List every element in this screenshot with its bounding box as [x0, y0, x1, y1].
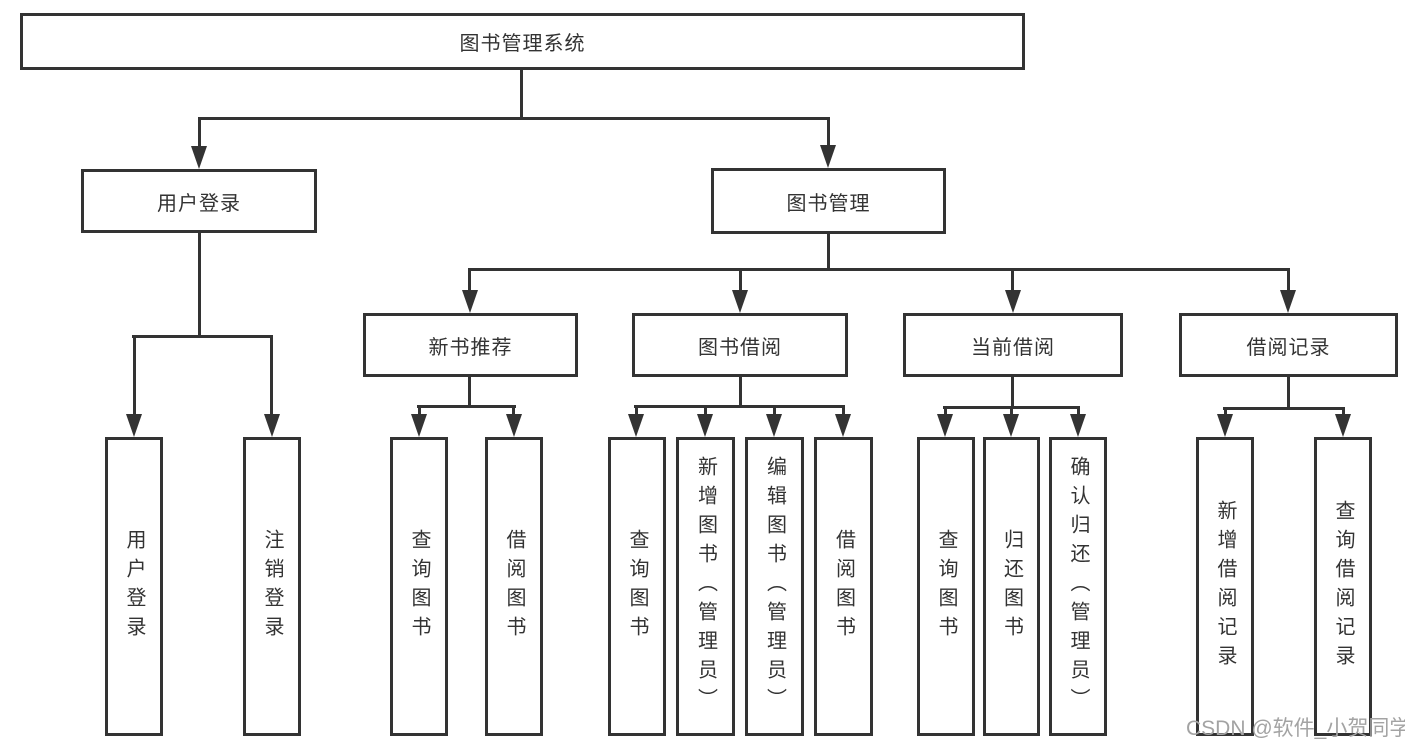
watermark: CSDN @软件_小贺同学	[1186, 717, 1405, 740]
node-label: 查询图书	[935, 528, 957, 645]
arrow-down-icon	[697, 414, 713, 437]
node-label: 借阅图书	[832, 528, 855, 645]
arrow-down-icon	[126, 414, 142, 437]
node-book-management: 图书管理	[711, 168, 946, 234]
arrow-down-icon	[1280, 290, 1296, 313]
node-label: 用户登录	[157, 192, 241, 215]
node-label: 注销登录	[261, 528, 283, 645]
connector-borrowing-drop2	[704, 405, 707, 416]
node-label: 当前借阅	[971, 336, 1055, 359]
arrow-down-icon	[1335, 414, 1351, 437]
node-user-login: 用户登录	[81, 169, 317, 233]
leaf-add-borrow-record: 新增借阅记录	[1196, 437, 1254, 736]
leaf-user-login: 用户登录	[105, 437, 163, 736]
node-label: 借阅记录	[1246, 336, 1331, 359]
connector-root-drop-left	[198, 117, 201, 149]
connector-newbook-stem	[468, 377, 471, 407]
connector-bookmgmt-drop4	[1287, 268, 1290, 292]
connector-borrowing-drop4	[842, 405, 845, 416]
connector-current-stem	[1011, 377, 1014, 408]
connector-borrowing-stem	[739, 377, 742, 407]
connector-bookmgmt-stem	[827, 234, 830, 270]
connector-userlogin-stem	[198, 233, 201, 337]
connector-root-hline	[198, 117, 830, 120]
node-label: 图书管理系统	[459, 33, 586, 55]
leaf-query-books-recommend: 查询图书	[390, 437, 448, 736]
leaf-query-books-borrowing: 查询图书	[608, 437, 666, 736]
connector-current-drop1	[944, 406, 947, 416]
arrow-down-icon	[628, 414, 644, 437]
connector-records-drop1	[1224, 407, 1227, 416]
connector-bookmgmt-hline	[468, 268, 1289, 271]
connector-borrowing-drop1	[635, 405, 638, 416]
leaf-query-borrow-record: 查询借阅记录	[1314, 437, 1372, 736]
leaf-return-books: 归还图书	[983, 437, 1040, 736]
arrow-down-icon	[1217, 414, 1233, 437]
node-label: 归还图书	[1000, 528, 1023, 645]
connector-newbook-drop1	[418, 405, 421, 416]
connector-userlogin-drop1	[133, 335, 136, 417]
connector-bookmgmt-drop3	[1011, 268, 1014, 292]
arrow-down-icon	[766, 414, 782, 437]
leaf-borrow-books-borrowing: 借阅图书	[814, 437, 873, 736]
connector-root-drop-right	[827, 117, 830, 148]
arrow-down-icon	[835, 414, 851, 437]
connector-bookmgmt-drop2	[739, 268, 742, 292]
connector-newbook-hline	[417, 405, 516, 408]
node-label: 编辑图书（管理员）	[763, 456, 786, 717]
node-label: 借阅图书	[503, 528, 525, 645]
arrow-down-icon	[1003, 414, 1019, 437]
node-label: 新增图书（管理员）	[694, 456, 717, 717]
connector-current-drop2	[1010, 406, 1013, 416]
arrow-down-icon	[411, 414, 427, 437]
node-label: 图书借阅	[698, 336, 782, 359]
leaf-add-books-admin: 新增图书（管理员）	[676, 437, 735, 736]
node-label: 查询图书	[408, 528, 430, 645]
connector-current-drop3	[1077, 406, 1080, 416]
arrow-down-icon	[462, 290, 478, 313]
arrow-down-icon	[506, 414, 522, 437]
connector-newbook-drop2	[512, 405, 515, 416]
node-label: 新书推荐	[428, 336, 513, 359]
connector-bookmgmt-drop1	[468, 268, 471, 292]
leaf-logout: 注销登录	[243, 437, 301, 736]
node-book-borrowing: 图书借阅	[632, 313, 848, 377]
connector-borrowing-hline	[634, 405, 845, 408]
node-label: 确认归还（管理员）	[1067, 456, 1089, 717]
connector-userlogin-drop2	[270, 335, 273, 417]
node-label: 查询图书	[626, 528, 648, 645]
node-label: 用户登录	[123, 528, 145, 645]
connector-root-stem	[520, 68, 523, 119]
arrow-down-icon	[732, 290, 748, 313]
arrow-down-icon	[191, 146, 207, 169]
leaf-borrow-books-recommend: 借阅图书	[485, 437, 543, 736]
leaf-confirm-return-admin: 确认归还（管理员）	[1049, 437, 1107, 736]
node-label: 图书管理	[786, 192, 871, 215]
node-library-management-system: 图书管理系统	[20, 13, 1025, 70]
node-label: 查询借阅记录	[1332, 499, 1354, 674]
node-new-book-recommend: 新书推荐	[363, 313, 578, 377]
leaf-query-books-current: 查询图书	[917, 437, 975, 736]
connector-records-stem	[1287, 377, 1290, 409]
node-label: 新增借阅记录	[1214, 499, 1236, 674]
arrow-down-icon	[820, 145, 836, 168]
arrow-down-icon	[1005, 290, 1021, 313]
node-current-borrowing: 当前借阅	[903, 313, 1123, 377]
connector-records-drop2	[1342, 407, 1345, 416]
connector-records-hline	[1223, 407, 1345, 410]
arrow-down-icon	[937, 414, 953, 437]
arrow-down-icon	[1070, 414, 1086, 437]
connector-userlogin-hline	[132, 335, 273, 338]
connector-borrowing-drop3	[773, 405, 776, 416]
arrow-down-icon	[264, 414, 280, 437]
node-borrowing-records: 借阅记录	[1179, 313, 1398, 377]
leaf-edit-books-admin: 编辑图书（管理员）	[745, 437, 804, 736]
